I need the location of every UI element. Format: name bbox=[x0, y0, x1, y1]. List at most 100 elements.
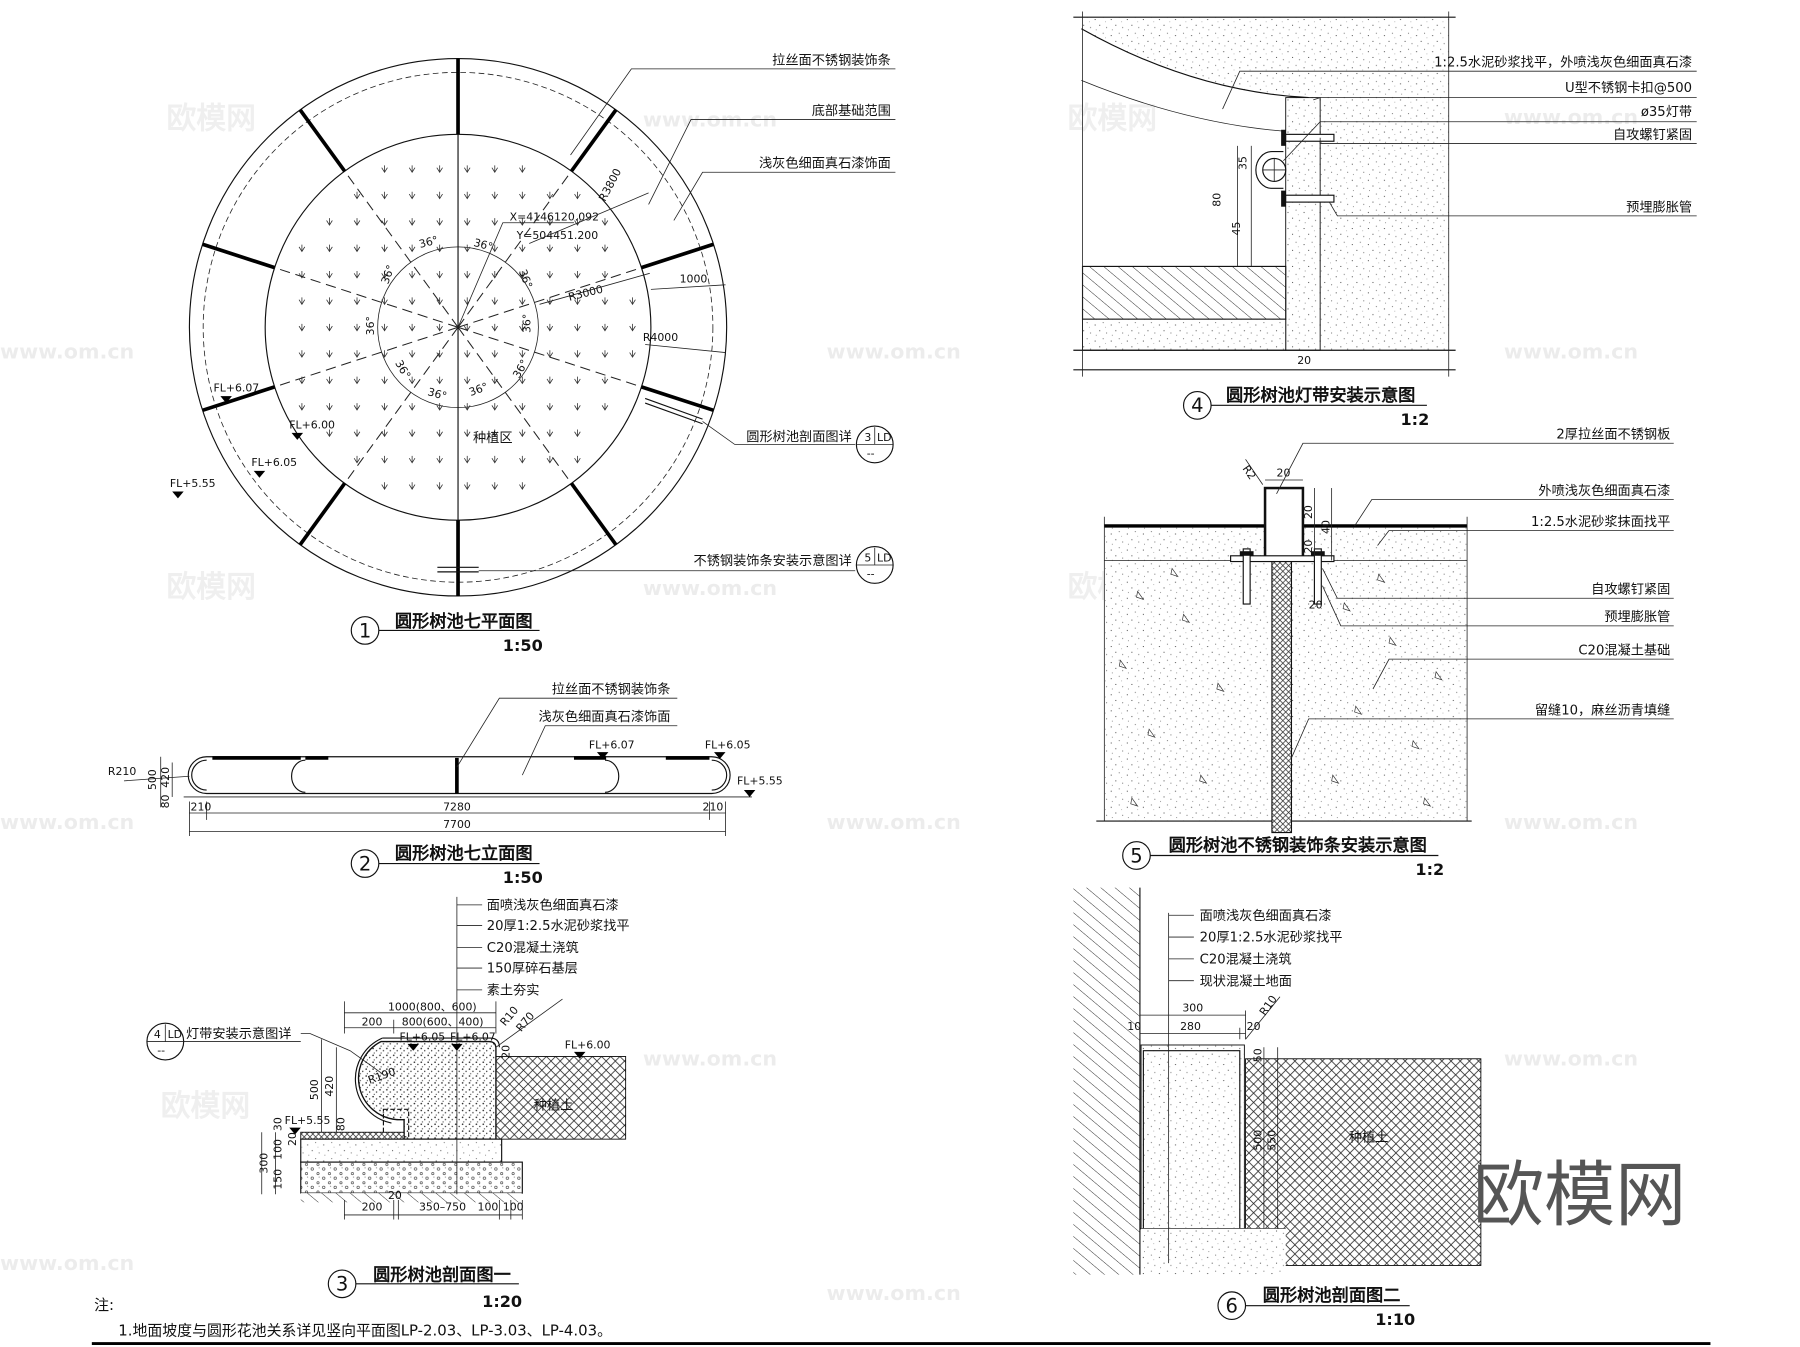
dim-20: 20 bbox=[1302, 540, 1315, 554]
level-fl605: FL+6.05 bbox=[251, 456, 297, 469]
detail-tag-4[interactable]: 4 LD -- bbox=[146, 1022, 185, 1061]
planting-symbol bbox=[519, 297, 526, 306]
callout-label: 外喷浅灰色细面真石漆 bbox=[1538, 482, 1670, 499]
planting-symbol bbox=[574, 455, 581, 464]
tag-sub: -- bbox=[157, 1044, 165, 1057]
planting-symbol bbox=[408, 403, 416, 411]
planting-symbol bbox=[464, 191, 471, 200]
radial-line bbox=[344, 326, 459, 484]
dim-v20: 20 bbox=[500, 1045, 513, 1059]
dim-10: 10 bbox=[1127, 1020, 1141, 1033]
callout-section-ref: 圆形树池剖面图详 bbox=[746, 429, 851, 445]
level-fl607: FL+6.07 bbox=[450, 1030, 496, 1043]
watermark-url: www.om.cn bbox=[0, 1251, 134, 1275]
section-cut-line bbox=[644, 397, 703, 420]
planting-symbol bbox=[519, 323, 526, 332]
planting-symbol bbox=[381, 429, 388, 438]
planting-symbol bbox=[491, 350, 498, 358]
drawing-title-5: 5 圆形树池不锈钢装饰条安装示意图 1:2 bbox=[1122, 835, 1444, 879]
notes: 注: 1.地面坡度与圆形花池关系详见竖向平面图LP-2.03、LP-3.03、L… bbox=[91, 1296, 1711, 1345]
soil-label: 种植土 bbox=[534, 1097, 574, 1113]
dim-30: 30 bbox=[271, 1117, 284, 1131]
level-fl555: FL+5.55 bbox=[170, 477, 216, 490]
watermark-url: www.om.cn bbox=[643, 576, 777, 600]
planting-symbol bbox=[436, 403, 443, 411]
dim-550: 550 bbox=[1265, 1130, 1278, 1151]
planting-symbol bbox=[464, 350, 471, 358]
angle-label: 36° bbox=[516, 268, 535, 291]
planting-symbol bbox=[436, 323, 443, 332]
planting-symbol bbox=[464, 218, 471, 226]
level-markers: FL+6.07 FL+6.00 FL+6.05 FL+5.55 bbox=[170, 382, 335, 499]
aggregate-symbol bbox=[1147, 728, 1156, 738]
planting-symbol bbox=[436, 429, 443, 438]
screw-icon bbox=[1239, 548, 1254, 605]
planter-elevation-body bbox=[187, 756, 731, 795]
detail-tag-5[interactable]: 5 LD -- bbox=[855, 546, 894, 584]
detail-tag-3[interactable]: 3 LD -- bbox=[855, 425, 894, 464]
planting-symbol bbox=[408, 455, 416, 464]
planting-symbol bbox=[491, 323, 498, 332]
level-triangle-icon bbox=[253, 470, 266, 478]
planting-symbol bbox=[381, 482, 388, 490]
soil-label: 种植土 bbox=[1349, 1129, 1389, 1145]
dim-420: 420 bbox=[159, 767, 172, 788]
aggregate-symbol bbox=[1423, 797, 1432, 807]
dim-210-right: 210 bbox=[703, 801, 724, 814]
drawing-title-3: 3 圆形树池剖面图一 1:20 bbox=[327, 1264, 522, 1311]
planting-symbol bbox=[353, 218, 361, 226]
angle-label: 36° bbox=[426, 385, 448, 403]
callout-finish: 浅灰色细面真石漆饰面 bbox=[539, 708, 671, 725]
dim-45: 45 bbox=[1230, 222, 1243, 236]
aggregate-symbol bbox=[1354, 705, 1363, 715]
planting-symbol bbox=[381, 455, 388, 464]
dim-150: 150 bbox=[271, 1169, 284, 1190]
dim-50: 50 bbox=[1252, 1048, 1265, 1062]
dim-b100: 100 bbox=[503, 1200, 524, 1213]
dim-300: 300 bbox=[1182, 1002, 1203, 1015]
planting-symbol bbox=[353, 323, 361, 332]
radius-r3000: R3000 bbox=[567, 283, 604, 304]
layer-label: 素土夯实 bbox=[487, 982, 540, 998]
callout-foundation: 底部基础范围 bbox=[812, 103, 891, 119]
layer-callouts: 面喷浅灰色细面真石漆 20厚1:2.5水泥砂浆找平 C20混凝土浇筑 150厚碎… bbox=[456, 896, 630, 998]
callout-label: 预埋膨胀管 bbox=[1626, 199, 1692, 215]
aggregate-symbol bbox=[1388, 636, 1397, 647]
dim-420: 420 bbox=[323, 1076, 336, 1097]
level-triangle-icon bbox=[407, 1043, 420, 1051]
watermark-url: www.om.cn bbox=[643, 1047, 777, 1071]
dim-20: 20 bbox=[1309, 599, 1323, 612]
dim-b200: 200 bbox=[362, 1200, 383, 1213]
planting-symbol bbox=[353, 403, 361, 411]
drawing-scale: 1:2 bbox=[1401, 410, 1430, 429]
drawing-scale: 1:50 bbox=[503, 636, 543, 655]
radial-line bbox=[457, 170, 572, 328]
steel-strip-bar bbox=[298, 482, 347, 546]
planting-symbol bbox=[519, 271, 526, 279]
level-triangle-icon bbox=[172, 491, 184, 499]
callout-label: U型不锈钢卡扣@500 bbox=[1565, 80, 1692, 96]
layer-label: 面喷浅灰色细面真石漆 bbox=[487, 896, 619, 913]
planting-symbol bbox=[381, 244, 388, 253]
planting-symbol bbox=[436, 218, 443, 226]
dim-7700: 7700 bbox=[443, 818, 471, 831]
planting-symbol bbox=[546, 218, 554, 226]
dim-20: 20 bbox=[1297, 354, 1311, 367]
aggregate-symbol bbox=[1118, 659, 1128, 669]
tag-sheet: LD bbox=[877, 552, 891, 565]
callout-label: 自攻螺钉紧固 bbox=[1591, 582, 1670, 598]
dim-r210: R210 bbox=[108, 765, 136, 778]
planting-symbol bbox=[408, 350, 416, 358]
planting-symbol bbox=[464, 165, 471, 174]
callout-light-ref: 灯带安装示意图详 bbox=[186, 1025, 291, 1042]
layer-callouts: 面喷浅灰色细面真石漆 20厚1:2.5水泥砂浆找平 C20混凝土浇筑 现状混凝土… bbox=[1168, 907, 1343, 989]
callout-label: 预埋膨胀管 bbox=[1604, 609, 1670, 625]
level-triangle-icon bbox=[291, 432, 304, 440]
dim-80: 80 bbox=[1210, 193, 1223, 207]
steel-strip-bar bbox=[569, 482, 618, 546]
layer-label: 150厚碎石基层 bbox=[487, 961, 578, 977]
watermark-url: www.om.cn bbox=[827, 810, 961, 834]
level-triangle-icon bbox=[573, 1051, 586, 1059]
planting-symbol bbox=[326, 429, 333, 438]
dim-20: 20 bbox=[1302, 505, 1315, 519]
